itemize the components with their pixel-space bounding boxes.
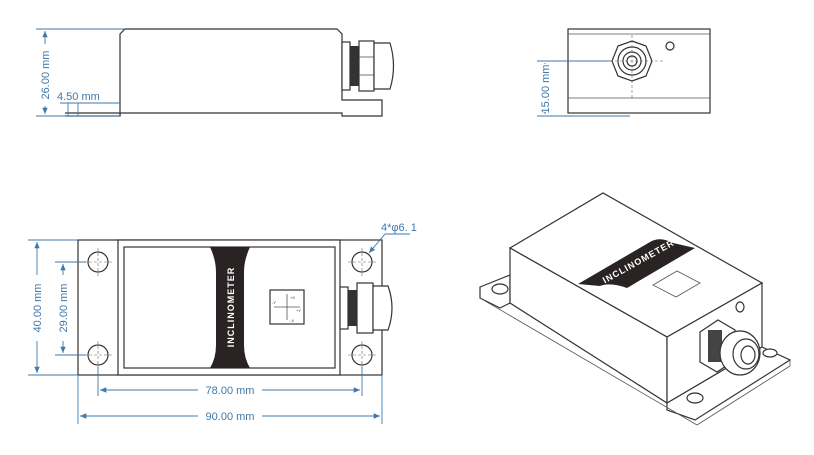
gland-thread xyxy=(350,46,359,86)
mount-hole xyxy=(87,344,109,366)
mount-hole xyxy=(87,251,109,273)
height-dimension: 26.00 mm xyxy=(40,51,52,100)
mount-hole xyxy=(351,344,373,366)
axis-minus-x: -X xyxy=(290,318,294,323)
iso-label-band xyxy=(578,239,695,288)
width-dimension: 40.00 mm xyxy=(32,284,44,333)
hole-spacing-x-dimension: 78.00 mm xyxy=(206,385,255,397)
mount-hole xyxy=(351,251,373,273)
gland-hex xyxy=(358,40,375,92)
hole-spacing-y-dimension: 29.00 mm xyxy=(58,284,70,333)
isometric-view: INCLINOMETER xyxy=(479,192,792,426)
gland-cap xyxy=(373,42,395,90)
gland-nut xyxy=(341,41,351,91)
end-view: 15.00 mm xyxy=(537,28,711,117)
vent-hole xyxy=(665,41,675,51)
axis-plus-x: +X xyxy=(290,295,295,300)
label-band xyxy=(210,247,250,368)
axis-plus-y: +Y xyxy=(296,308,301,313)
length-dimension: 90.00 mm xyxy=(206,411,255,423)
mount-holes xyxy=(84,248,376,369)
side-view: 26.00 mm 4.50 mm xyxy=(36,28,395,117)
product-label: INCLINOMETER xyxy=(226,267,236,348)
flange-thickness-dimension: 4.50 mm xyxy=(57,91,100,103)
hole-spec-label: 4*φ6. 1 xyxy=(381,222,417,234)
axis-minus-y: -Y xyxy=(272,300,276,305)
cable-height-dimension: 15.00 mm xyxy=(540,65,552,114)
side-body xyxy=(119,28,383,117)
top-view: INCLINOMETER +X -X +Y -Y 40.00 mm 29.00 … xyxy=(28,222,417,424)
